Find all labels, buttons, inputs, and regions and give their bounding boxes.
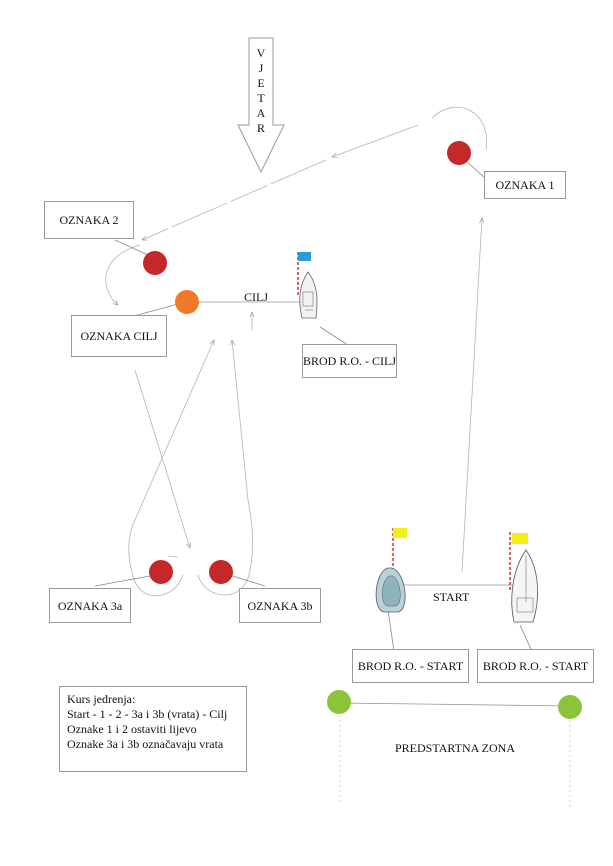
label-oznaka-3a: OZNAKA 3a xyxy=(49,588,131,623)
legend-line: Kurs jedrenja: xyxy=(67,692,136,706)
label-finish-line: CILJ xyxy=(244,290,268,304)
legend-line: Start - 1 - 2 - 3a i 3b (vrata) - Cilj xyxy=(67,707,228,721)
label-start-boat-right: BROD R.O. - START xyxy=(477,649,594,683)
wind-letter: V xyxy=(256,46,266,60)
buoy-oznaka-2 xyxy=(143,251,167,275)
label-prestart-zone: PREDSTARTNA ZONA xyxy=(395,741,515,755)
label-start-boat-left: BROD R.O. - START xyxy=(352,649,469,683)
label-finish-boat: BROD R.O. - CILJ xyxy=(302,344,397,378)
legend-line: Oznake 3a i 3b označavaju vrata xyxy=(67,737,224,751)
label-oznaka-1: OZNAKA 1 xyxy=(484,171,566,199)
buoy-prestart-left xyxy=(327,690,351,714)
label-oznaka-3b: OZNAKA 3b xyxy=(239,588,321,623)
flag-blue-icon xyxy=(298,252,311,261)
flag-yellow-icon xyxy=(393,528,407,538)
wind-arrow xyxy=(237,37,285,174)
buoy-oznaka-1 xyxy=(447,141,471,165)
legend-line: Oznake 1 i 2 ostaviti lijevo xyxy=(67,722,197,736)
start-boat-left xyxy=(375,528,407,613)
wind-letter: J xyxy=(258,61,264,75)
label-oznaka-2: OZNAKA 2 xyxy=(44,201,134,239)
label-oznaka-cilj: OZNAKA CILJ xyxy=(71,315,167,357)
buoy-oznaka-cilj xyxy=(175,290,199,314)
label-start-line: START xyxy=(433,590,470,604)
course-lines xyxy=(94,106,571,808)
flag-yellow-icon xyxy=(512,533,528,544)
wind-letter: R xyxy=(256,121,265,135)
course-legend: Kurs jedrenja: Start - 1 - 2 - 3a i 3b (… xyxy=(59,686,247,772)
finish-boat xyxy=(297,252,318,319)
buoy-oznaka-3b xyxy=(209,560,233,584)
buoy-oznaka-3a xyxy=(149,560,173,584)
wind-letter: E xyxy=(257,76,265,90)
buoy-prestart-right xyxy=(558,695,582,719)
wind-letter: T xyxy=(257,91,265,105)
wind-letter: A xyxy=(256,106,266,120)
start-boat-right xyxy=(509,532,538,623)
